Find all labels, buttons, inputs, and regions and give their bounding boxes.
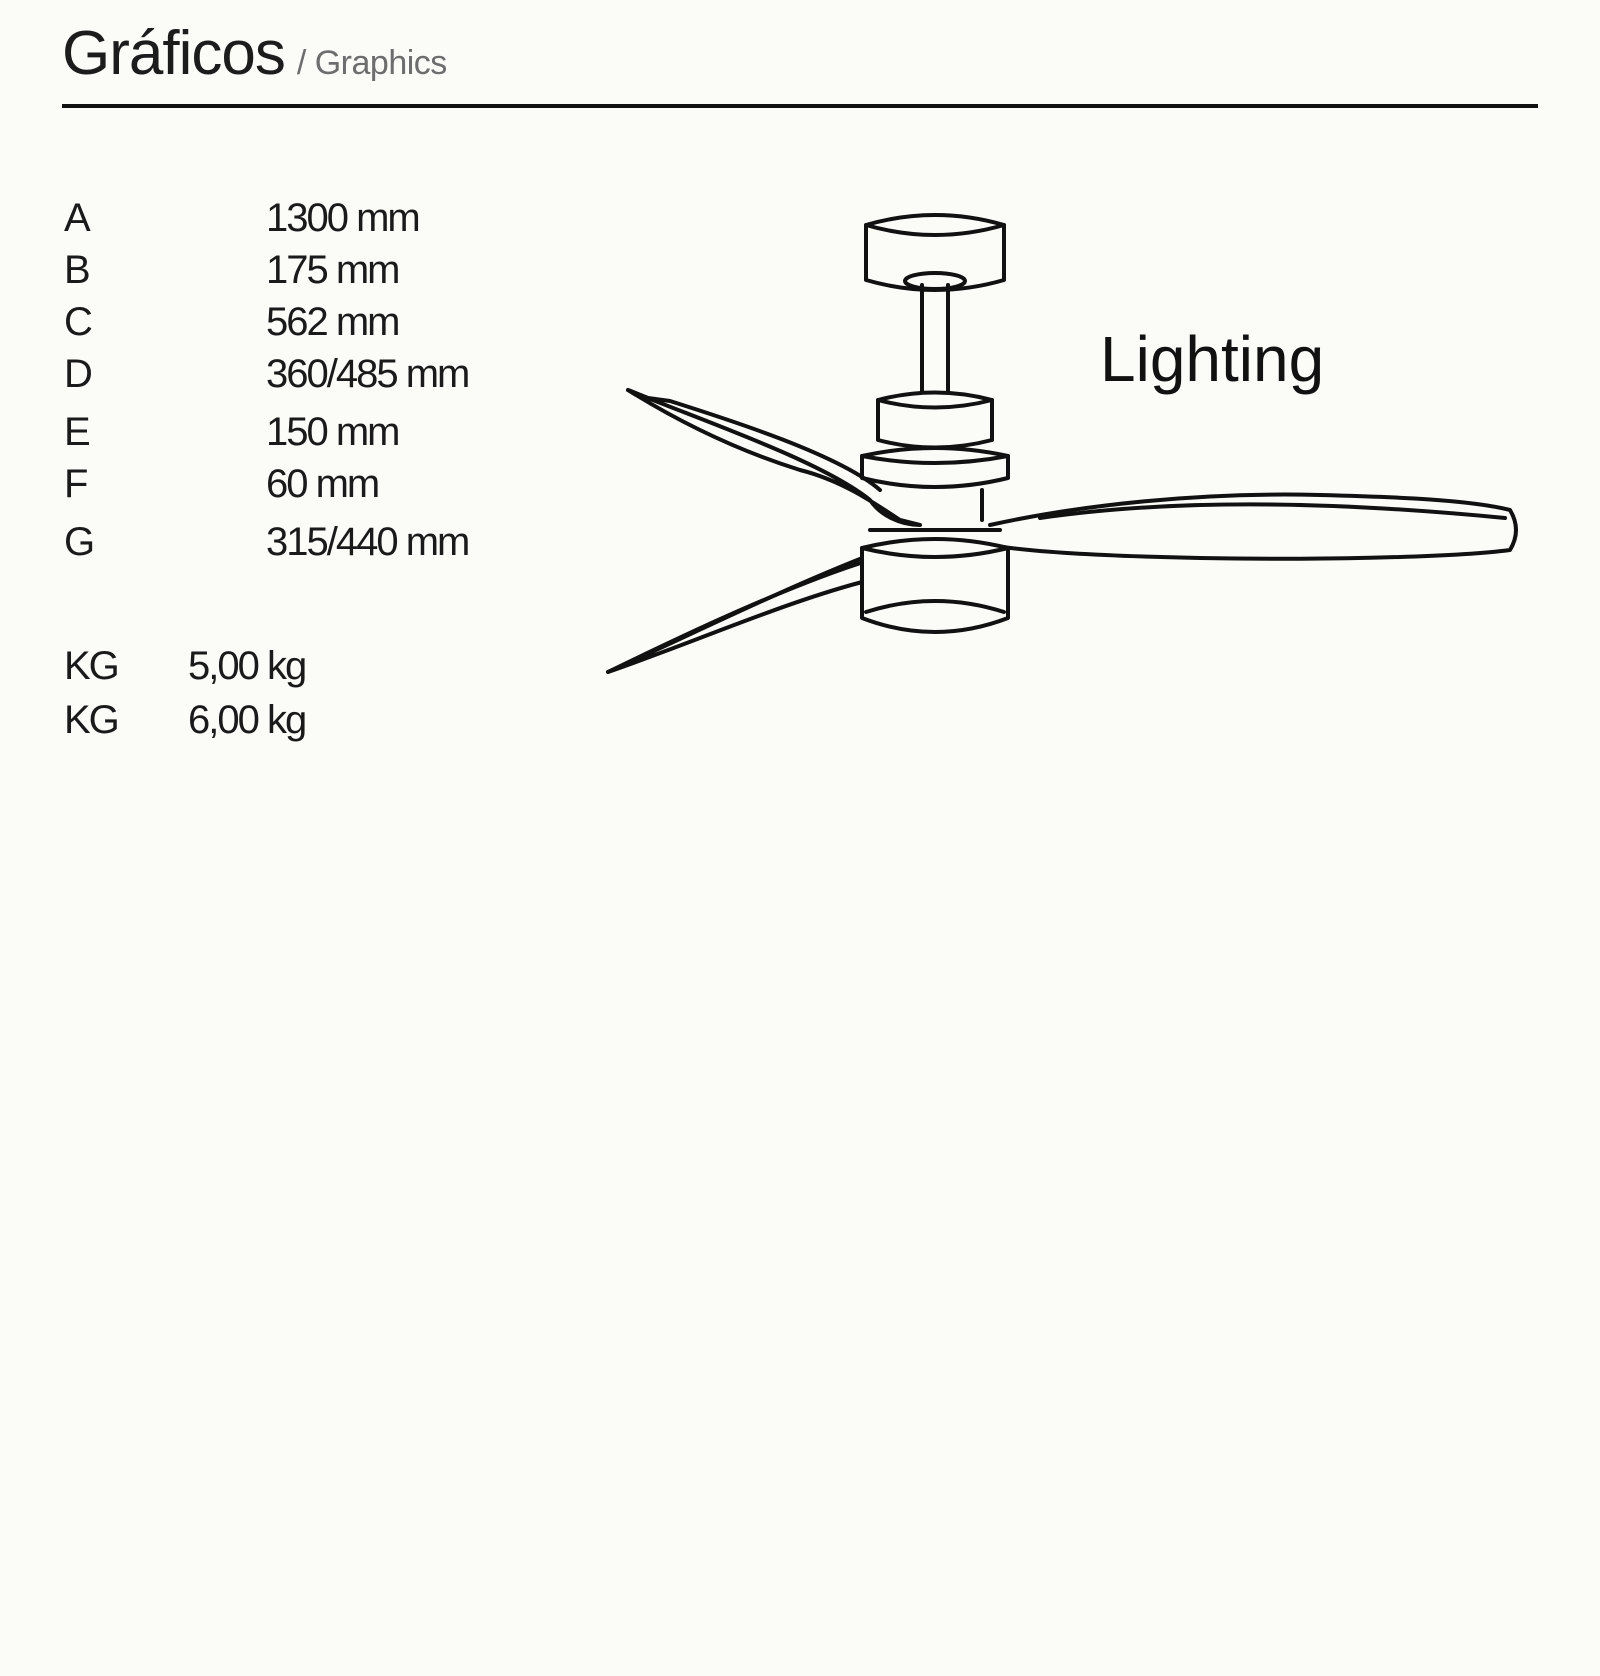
- weight-value: 6,00 kg: [188, 698, 307, 742]
- spec-key: D: [64, 352, 93, 396]
- spec-value: 360/485 mm: [266, 352, 470, 396]
- spec-value: 562 mm: [266, 300, 400, 344]
- light-kit-icon: [860, 528, 1010, 634]
- downrod-icon: [920, 283, 950, 397]
- spec-value: 175 mm: [266, 248, 400, 292]
- spec-value: 150 mm: [266, 410, 400, 454]
- spec-key: G: [64, 520, 95, 564]
- weight-key: KG: [64, 698, 120, 742]
- spec-value: 315/440 mm: [266, 520, 470, 564]
- spec-key: F: [64, 462, 88, 506]
- weight-value: 5,00 kg: [188, 644, 307, 688]
- spec-key: A: [64, 196, 91, 240]
- section-header: Gráficos / Graphics: [62, 18, 447, 89]
- spec-key: C: [64, 300, 93, 344]
- spec-key: B: [64, 248, 91, 292]
- weight-key: KG: [64, 644, 120, 688]
- header-divider: [62, 104, 1538, 108]
- motor-housing-icon: [860, 390, 1010, 522]
- lighting-label: Lighting: [1100, 323, 1325, 395]
- fan-blade-icon: [626, 388, 922, 527]
- canopy-icon: [864, 213, 1006, 292]
- page-subtitle: / Graphics: [296, 44, 447, 82]
- page-title: Gráficos: [62, 19, 286, 88]
- spec-value: 60 mm: [266, 462, 380, 506]
- spec-key: E: [64, 410, 91, 454]
- spec-value: 1300 mm: [266, 196, 421, 240]
- fan-blade-icon: [606, 553, 872, 674]
- fan-blade-icon: [988, 492, 1518, 561]
